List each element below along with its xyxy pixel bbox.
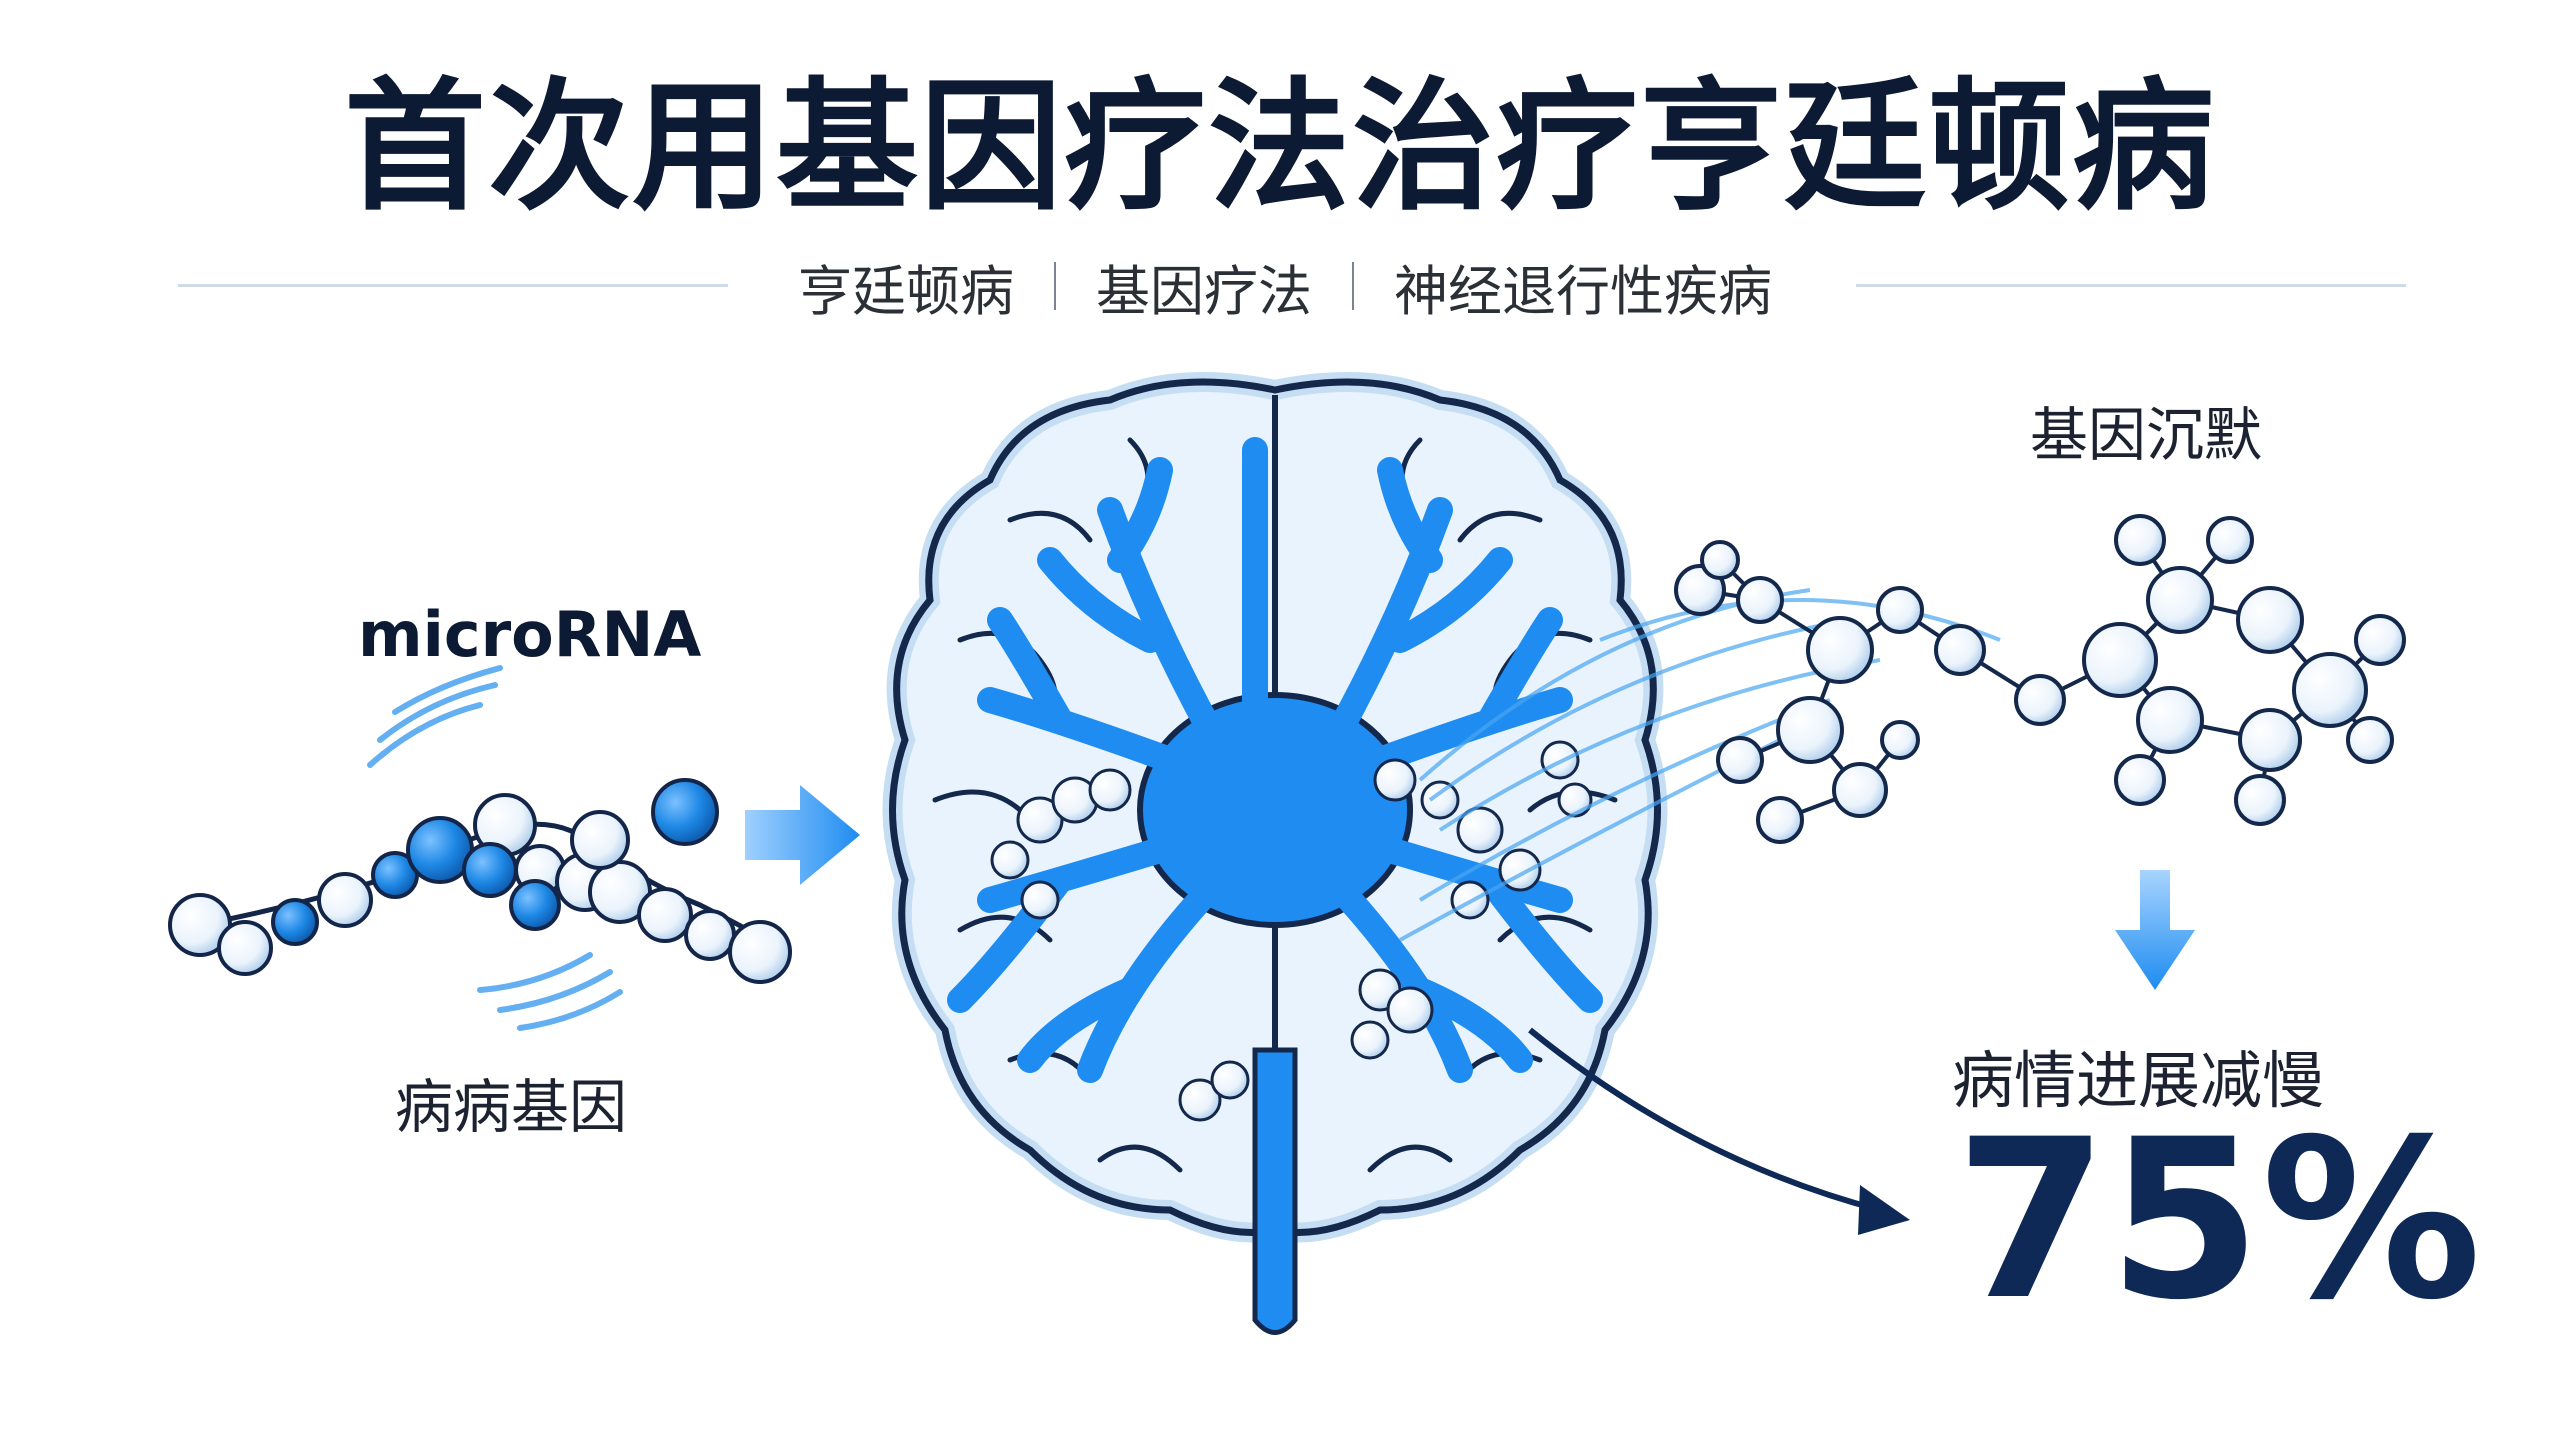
rna-strand-icon bbox=[168, 665, 792, 1031]
tag-separator bbox=[1352, 262, 1354, 310]
molecule-icon bbox=[1674, 514, 2406, 844]
divider-right bbox=[1856, 284, 2406, 287]
tag-row: 亨廷顿病 基因疗法 神经退行性疾病 bbox=[720, 250, 1850, 323]
tag-gene-therapy: 基因疗法 bbox=[1096, 259, 1312, 323]
page-title: 首次用基因疗法治疗亨廷顿病 bbox=[344, 65, 2216, 230]
curved-arrow-icon bbox=[1528, 1027, 1910, 1235]
tag-neurodegenerative: 神经退行性疾病 bbox=[1394, 259, 1772, 323]
arrow-down-icon bbox=[2115, 870, 2195, 990]
tag-huntington: 亨廷顿病 bbox=[798, 259, 1014, 323]
signal-lines bbox=[1399, 588, 2001, 942]
arrow-right-icon bbox=[745, 785, 860, 885]
microrna-label: microRNA bbox=[358, 598, 702, 671]
reduction-percentage: 75% bbox=[1955, 1092, 2482, 1348]
progression-slowed-label: 病情进展减慢 bbox=[1952, 1044, 2325, 1117]
disease-gene-label: 病病基因 bbox=[395, 1073, 628, 1141]
brain-icon bbox=[882, 372, 1668, 1335]
gene-silencing-label: 基因沉默 bbox=[2030, 401, 2263, 469]
motion-arcs-top bbox=[367, 665, 503, 768]
tag-separator bbox=[1054, 262, 1056, 310]
motion-arcs-bottom bbox=[477, 952, 623, 1031]
divider-left bbox=[178, 284, 728, 287]
